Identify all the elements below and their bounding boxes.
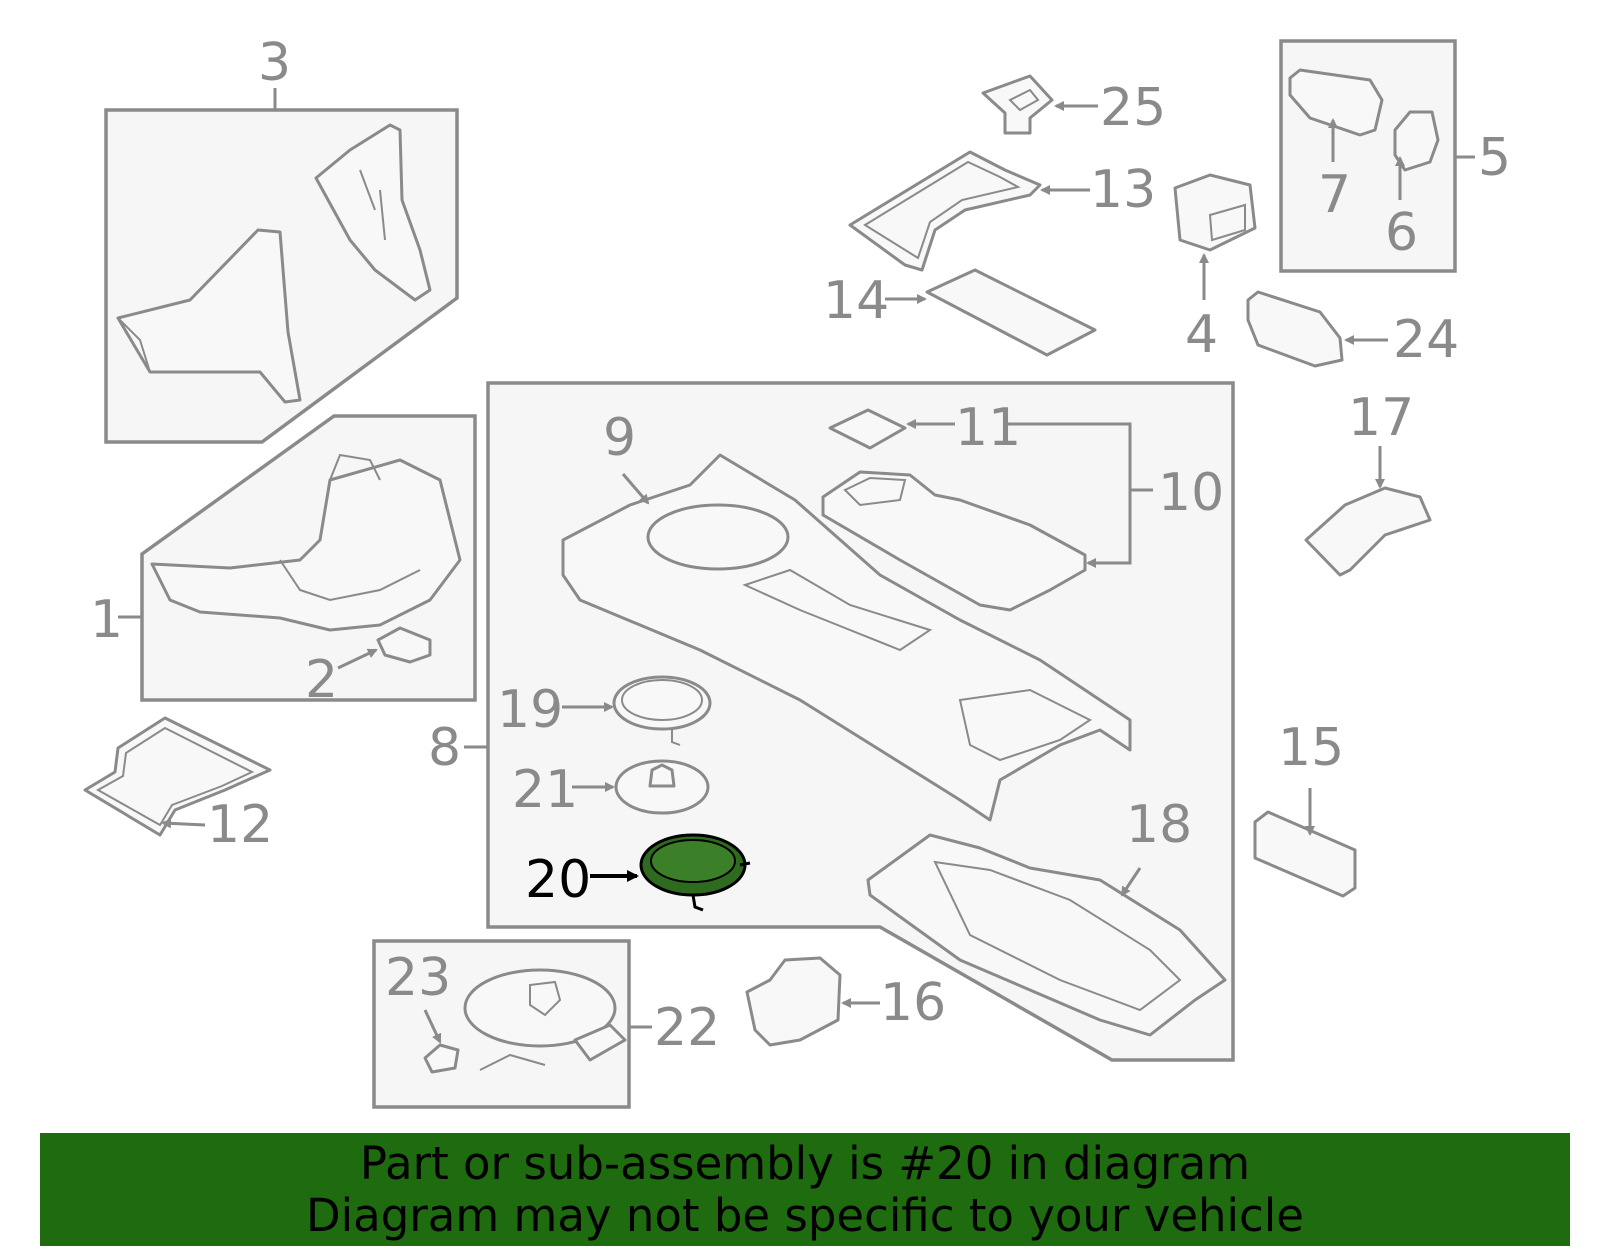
part-19-ring [562,675,712,746]
label-8[interactable]: 8 [428,718,461,778]
info-banner: Part or sub-assembly is #20 in diagram D… [40,1133,1570,1246]
part-9-console [561,453,1132,822]
part-4-switch [1173,173,1257,300]
part-21-boot [572,759,710,815]
label-20-highlighted[interactable]: 20 [525,850,591,910]
part-17 [1304,446,1432,577]
part-18-tray [866,833,1227,1037]
label-15[interactable]: 15 [1278,718,1344,778]
label-17[interactable]: 17 [1348,388,1414,448]
label-9[interactable]: 9 [603,408,636,468]
group-5-box [1279,39,1475,273]
part-13-mat [848,150,1090,272]
label-13[interactable]: 13 [1090,160,1156,220]
label-7[interactable]: 7 [1318,165,1351,225]
label-3[interactable]: 3 [258,33,291,93]
label-4[interactable]: 4 [1185,305,1218,365]
label-12[interactable]: 12 [207,795,273,855]
group-1-box [118,414,477,702]
label-22[interactable]: 22 [654,998,720,1058]
label-19[interactable]: 19 [497,680,563,740]
label-14[interactable]: 14 [823,271,889,331]
label-16[interactable]: 16 [880,973,946,1033]
part-11 [828,408,955,450]
part-20-highlighted-ring[interactable] [590,833,751,912]
part-labels: 1 2 3 4 5 6 7 8 9 10 11 12 13 14 15 16 1… [90,33,1511,1058]
part-15 [1253,788,1357,898]
part-24 [1246,290,1388,368]
label-23[interactable]: 23 [385,948,451,1008]
label-6[interactable]: 6 [1385,203,1418,263]
label-1[interactable]: 1 [90,590,123,650]
group-3-box [104,88,459,444]
label-25[interactable]: 25 [1100,78,1166,138]
label-10[interactable]: 10 [1158,463,1224,523]
part-16 [745,956,880,1047]
label-18[interactable]: 18 [1126,795,1192,855]
part-25 [981,74,1098,135]
part-10-lid [821,422,1153,612]
banner-line-part-number: Part or sub-assembly is #20 in diagram [359,1136,1251,1190]
label-11[interactable]: 11 [955,398,1021,458]
banner-line-disclaimer: Diagram may not be specific to your vehi… [306,1188,1304,1242]
label-24[interactable]: 24 [1393,310,1459,370]
part-12 [83,716,272,837]
group-22-box [372,939,652,1109]
label-2[interactable]: 2 [305,650,338,710]
part-14 [885,268,1097,357]
label-21[interactable]: 21 [512,760,578,820]
label-5[interactable]: 5 [1478,128,1511,188]
